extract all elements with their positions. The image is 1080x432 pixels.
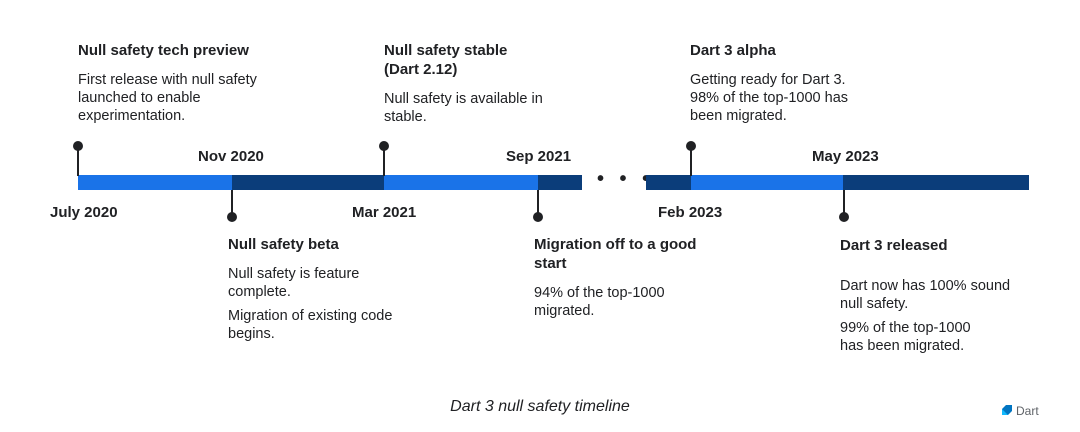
event-card: Migration off to a good start 94% of the… (534, 235, 704, 320)
event-stem (537, 190, 539, 217)
event-card: Dart 3 alpha Getting ready for Dart 3. 9… (690, 41, 880, 125)
event-card: Null safety stable (Dart 2.12) Null safe… (384, 41, 559, 126)
event-title: Null safety stable (Dart 2.12) (384, 42, 508, 78)
event-description: Migration of existing code begins. (228, 308, 393, 342)
event-stem (231, 190, 233, 217)
event-marker (379, 141, 389, 151)
diagram-caption: Dart 3 null safety timeline (450, 398, 630, 415)
event-stem (77, 146, 79, 176)
event-description: 94% of the top-1000 migrated. (534, 285, 665, 319)
event-title: Null safety beta (228, 236, 339, 253)
event-date: Mar 2021 (352, 204, 417, 221)
dart-logo-icon (1002, 405, 1012, 415)
event-marker (73, 141, 83, 151)
event-title: Dart 3 released (840, 237, 948, 254)
event-date: Feb 2023 (658, 204, 723, 221)
dart-brand: Dart (1000, 404, 1039, 418)
timeline-segment (843, 175, 1029, 190)
event-title: Migration off to a good start (534, 236, 697, 272)
timeline-segment (78, 175, 232, 190)
timeline-segment (691, 175, 843, 190)
event-stem (383, 146, 385, 176)
brand-label: Dart (1016, 404, 1039, 418)
event-date: Nov 2020 (198, 148, 264, 165)
event-title: Dart 3 alpha (690, 42, 776, 59)
event-description: Null safety is available in stable. (384, 91, 543, 125)
event-description: Getting ready for Dart 3. 98% of the top… (690, 72, 849, 124)
event-description: First release with null safety launched … (78, 72, 257, 124)
event-date: July 2020 (50, 204, 118, 221)
event-description: Null safety is feature complete. (228, 266, 360, 300)
event-card: Dart 3 released Dart now has 100% sound … (840, 236, 1040, 355)
event-date: Sep 2021 (506, 148, 572, 165)
event-marker (533, 212, 543, 222)
event-description: 99% of the top-1000 has been migrated. (840, 320, 971, 354)
timeline-segment (646, 175, 691, 190)
event-stem (843, 190, 845, 217)
event-marker (227, 212, 237, 222)
event-date: May 2023 (812, 148, 879, 165)
timeline-segment (538, 175, 582, 190)
event-title: Null safety tech preview (78, 42, 249, 59)
event-card: Null safety beta Null safety is feature … (228, 235, 438, 343)
event-marker (686, 141, 696, 151)
event-card: Null safety tech preview First release w… (78, 41, 278, 125)
timeline-segment (384, 175, 538, 190)
timeline-ellipsis: • • • (597, 168, 655, 190)
timeline-segment (232, 175, 384, 190)
event-stem (690, 146, 692, 176)
event-description: Dart now has 100% sound null safety. (840, 278, 1011, 312)
event-marker (839, 212, 849, 222)
